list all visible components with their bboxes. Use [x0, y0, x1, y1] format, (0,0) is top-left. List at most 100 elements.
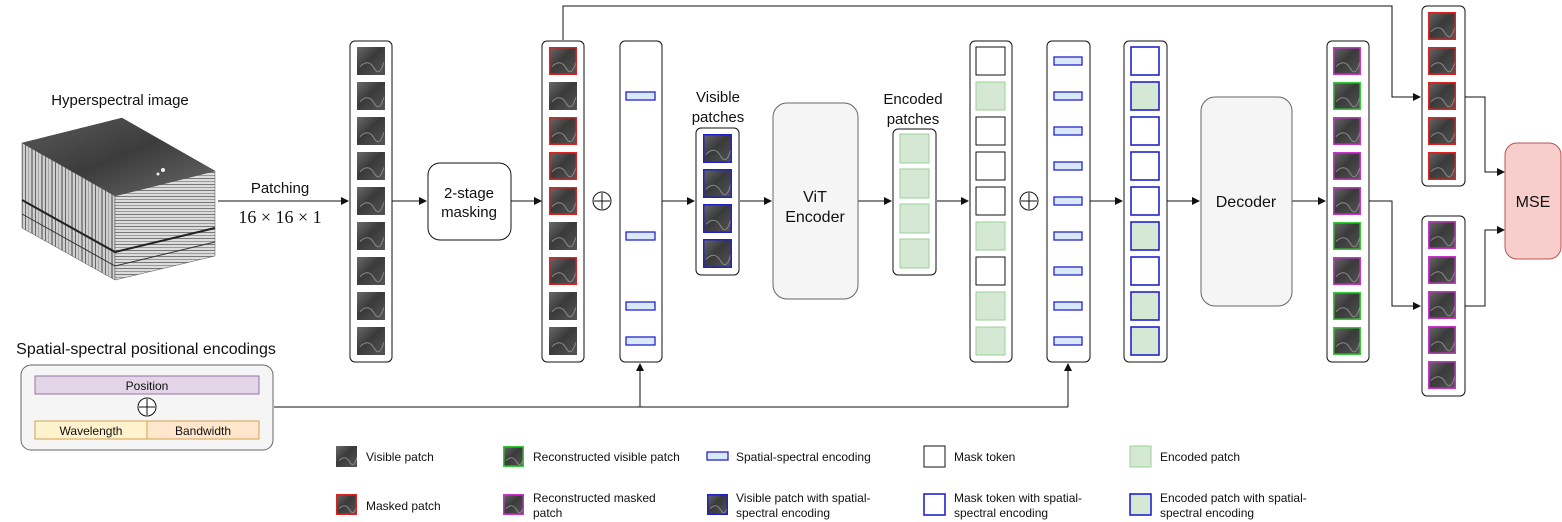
masked-patch [1428, 117, 1456, 145]
spatial-spectral-encodings-visible [625, 91, 656, 346]
spatial-spectral-encoding [625, 231, 656, 241]
masked-patch [1428, 82, 1456, 110]
masking-label-line1: 2-stage [444, 185, 494, 202]
decoder-label: Decoder [1216, 194, 1277, 211]
hyperspectral-cube [21, 117, 216, 281]
encoded-patch [899, 168, 930, 199]
masked-patch [1428, 152, 1456, 180]
spatial-spectral-encoding [1053, 91, 1083, 101]
visible-patch [549, 327, 577, 355]
encoder-label-line1: ViT [803, 189, 827, 206]
visible-patch [336, 446, 358, 467]
legend-encoded-patch-icon [1129, 445, 1152, 468]
reconstructed-visible-patch [503, 446, 525, 467]
legend-masked-patch: Masked patch [366, 499, 441, 513]
encoded-patch-with-encoding [1130, 326, 1160, 356]
mask-token [975, 46, 1006, 76]
reconstructed-masked-patch [1428, 326, 1456, 354]
reconstructed-visible-patch [1333, 327, 1361, 355]
visible-patch-with-encoding [703, 239, 732, 268]
legend-reconstructed-visible-icon [503, 446, 525, 467]
position-encoding-bar [34, 375, 260, 395]
encoding-column-visible [619, 40, 663, 363]
patch-size-label: 16 × 16 × 1 [238, 207, 321, 227]
position-label: Position [126, 379, 169, 393]
reconstructed-masked-patch [503, 494, 525, 515]
mse-loss-block [1504, 142, 1562, 260]
reconstructed-masked-patch [1333, 257, 1361, 285]
visible-patch [549, 82, 577, 110]
tokens-with-encoding [1130, 46, 1160, 356]
mask-token-with-encoding [1130, 186, 1160, 216]
masked-patch [336, 494, 358, 515]
vit-encoder-block [772, 102, 859, 300]
encoded-patches-label-line2: patches [887, 111, 940, 128]
reconstructed-patches [1333, 47, 1361, 355]
legend: Visible patch Reconstructed visible patc… [336, 445, 1307, 520]
visible-patch-with-encoding [707, 494, 729, 515]
wavelength-label: Wavelength [60, 424, 123, 438]
masked-patch [549, 187, 577, 215]
spatial-spectral-encoding [1053, 301, 1083, 311]
mask-token-with-encoding [1130, 151, 1160, 181]
patching-label: Patching [251, 180, 309, 197]
masked-patch [549, 152, 577, 180]
legend-ss-encoding: Spatial-spectral encoding [736, 450, 871, 464]
legend-reconstructed-masked-icon [503, 494, 525, 515]
spatial-spectral-encoding [625, 301, 656, 311]
masking-label-line2: masking [441, 204, 497, 221]
visible-patch [357, 327, 385, 355]
encoded-patches-label-line1: Encoded [883, 91, 942, 108]
add-icon [592, 191, 612, 211]
spatial-spectral-encoding [1053, 196, 1083, 206]
legend-mask-token-with-encoding-line2: spectral encoding [954, 506, 1048, 520]
mask-token-with-encoding [1130, 256, 1160, 286]
encoded-patch [975, 326, 1006, 356]
masked-patches [549, 47, 577, 355]
target-masked-patches [1428, 12, 1456, 180]
encoded-patch-with-encoding [1130, 81, 1160, 111]
spatial-spectral-encoding [1053, 231, 1083, 241]
visible-patch [357, 82, 385, 110]
reconstructed-masked-patch [1428, 256, 1456, 284]
encoded-patch [899, 238, 930, 269]
legend-mask-token-icon [923, 445, 946, 468]
legend-reconstructed-masked-line2: patch [533, 506, 562, 520]
reconstructed-visible-patch [1333, 222, 1361, 250]
legend-mask-token-with-encoding-line1: Mask token with spatial- [954, 491, 1082, 505]
masking-block [427, 162, 512, 241]
visible-patches-with-encoding [703, 134, 732, 268]
masked-patch [549, 117, 577, 145]
legend-visible-with-encoding-line1: Visible patch with spatial- [736, 491, 871, 505]
spatial-spectral-encoding [625, 336, 656, 346]
spatial-spectral-encoding [625, 91, 656, 101]
visible-patch [357, 117, 385, 145]
input-patches [357, 47, 385, 355]
visible-patch-with-encoding [703, 204, 732, 233]
mask-token [975, 116, 1006, 146]
reconstructed-masked-patch [1428, 361, 1456, 389]
legend-visible-patch: Visible patch [366, 450, 434, 464]
reconstructed-visible-patch [1333, 82, 1361, 110]
spatial-spectral-encoding [1053, 266, 1083, 276]
mask-token [975, 256, 1006, 286]
hyperspectral-image-title: Hyperspectral image [51, 92, 189, 109]
encoded-patch [899, 133, 930, 164]
visible-patch [357, 152, 385, 180]
legend-visible-patch-icon [336, 446, 358, 467]
legend-encoded-with-encoding-line2: spectral encoding [1160, 506, 1254, 520]
reconstructed-masked-patch [1333, 47, 1361, 75]
visible-patch [357, 187, 385, 215]
encoder-label-line2: Encoder [785, 209, 845, 226]
encoded-patch [975, 291, 1006, 321]
encoded-patch [975, 221, 1006, 251]
connectors [218, 5, 1505, 408]
visible-patches-label-line1: Visible [696, 89, 740, 106]
reconstructed-masked-patch [1333, 117, 1361, 145]
add-icon [137, 397, 157, 417]
spatial-spectral-encoding [1053, 56, 1083, 66]
reconstructed-masked-patch [1333, 152, 1361, 180]
legend-encoded-patch: Encoded patch [1160, 450, 1240, 464]
mask-token-with-encoding [1130, 46, 1160, 76]
